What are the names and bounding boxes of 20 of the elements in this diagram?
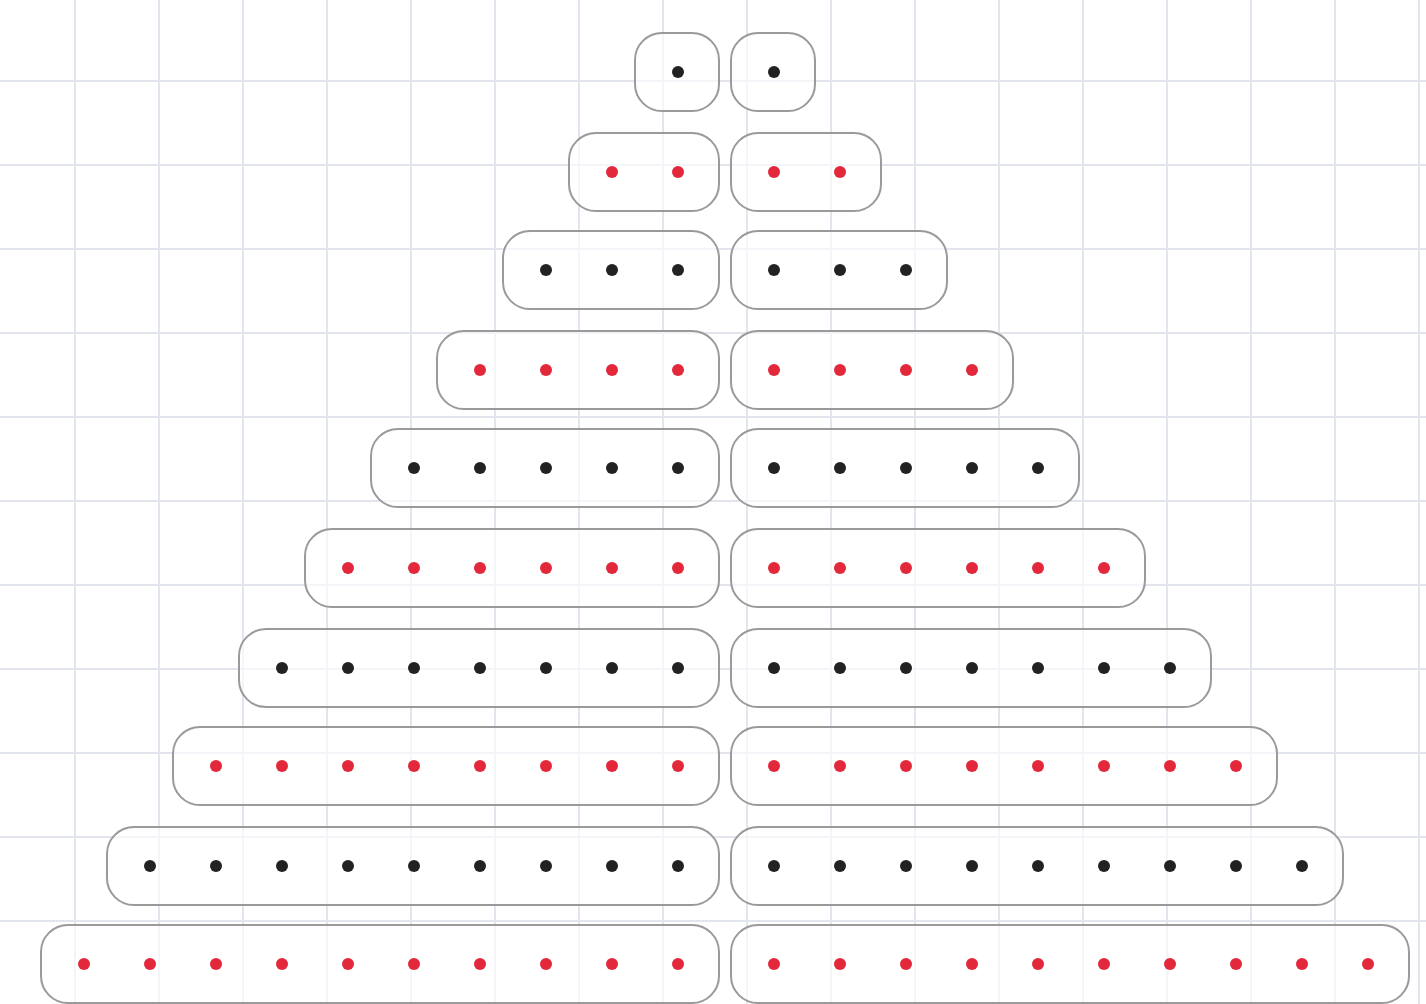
rounded-box	[40, 924, 720, 1004]
rounded-box	[370, 428, 720, 509]
rounded-box	[730, 131, 882, 212]
rounded-box	[436, 329, 720, 410]
rounded-box	[568, 131, 720, 212]
rounded-box	[730, 528, 1146, 608]
rounded-box	[730, 32, 816, 112]
rounded-box	[730, 924, 1410, 1004]
rounded-box	[730, 627, 1212, 708]
rounded-box	[730, 329, 1014, 410]
rounded-box	[502, 230, 720, 311]
rounded-box	[730, 726, 1278, 807]
rounded-box	[172, 726, 720, 807]
rounded-box	[730, 230, 948, 311]
rounded-box	[730, 825, 1344, 906]
rounded-box	[238, 627, 720, 708]
rounded-box	[730, 428, 1080, 509]
rounded-box	[304, 528, 720, 608]
rounded-box	[634, 32, 720, 112]
rounded-box	[106, 825, 720, 906]
